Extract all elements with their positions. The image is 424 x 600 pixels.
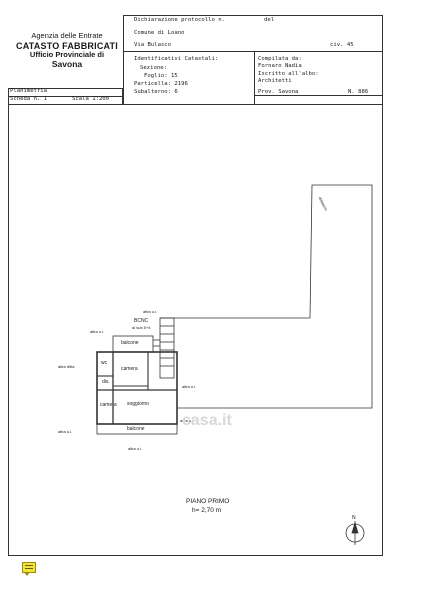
label-camera-1: camera (121, 366, 138, 372)
scala-label: Scala 1:200 (72, 96, 110, 102)
comune-text: Comune di Loano (134, 30, 185, 36)
civico-text: civ. 45 (330, 42, 354, 48)
label-dis: dis. (102, 379, 110, 385)
label-camera-2: camera (100, 402, 117, 408)
note-icon-pointer (24, 572, 30, 576)
sezione-text: Sezione: (140, 65, 167, 71)
label-altra-ditta: altra ditta (58, 364, 75, 369)
label-bcnc: BCNC (134, 318, 149, 324)
del-label: del (264, 17, 275, 23)
dichiarazione-label: Dichiarazione protocollo n. (134, 17, 225, 23)
label-altra-ui-right: altra u.i. (182, 384, 197, 389)
agency-line-2: CATASTO FABBRICATI (16, 40, 118, 51)
numero-text: N. 886 (348, 89, 369, 95)
label-altra-ui-bottom: altra u.i. (128, 446, 143, 451)
adjacent-property-outline (160, 184, 373, 409)
agency-line-3: Ufficio Provinciale di (29, 49, 105, 59)
agency-line-1: Agenzia delle Entrate (31, 31, 103, 40)
agency-line-4: Savona (51, 58, 83, 69)
apartment-outline (96, 351, 178, 425)
north-label: N (352, 515, 356, 521)
balcony-bottom (96, 423, 178, 435)
drawing-frame (8, 104, 383, 556)
albo-text: Architetti (258, 78, 292, 84)
label-altra-ui-right-low: altra u.i. (180, 418, 195, 423)
provincia-text: Prov. Savona (258, 89, 299, 95)
piano-label: PIANO PRIMO (186, 498, 230, 505)
balcony-top (112, 335, 154, 353)
altezza-label: h= 2,70 m (192, 507, 222, 514)
label-altra-ui-left: altra u.i. (90, 329, 105, 334)
label-soggiorno: soggiorno (127, 401, 149, 407)
iscritto-label: Iscritto all'albo: (258, 71, 319, 77)
subalterno-text: Subalterno: 6 (134, 89, 178, 95)
scheda-label: Scheda n. 1 (10, 96, 48, 102)
label-balcone-top: balcone (121, 340, 139, 346)
compilata-title: Compilata da: (258, 56, 302, 62)
foglio-text: Foglio: 15 (144, 73, 178, 79)
label-balcone-bottom: balcone (127, 426, 145, 432)
agency-heading: Agenzia delle Entrate CATASTO FABBRICATI… (12, 31, 122, 69)
via-text: Via Bulasco (134, 42, 172, 48)
identificativi-title: Identificativi Catastali: (134, 56, 219, 62)
label-sub-bcnc: al sub 5+4 (132, 325, 151, 330)
label-altra-ui-top: altra u.i. (143, 309, 158, 314)
label-wc: wc (101, 360, 108, 366)
watermark: casa.it (182, 412, 232, 429)
particella-text: Particella: 2196 (134, 81, 188, 87)
compilata-name: Fornaro Nadia (258, 63, 302, 69)
label-altra-ui-bottom-left: altra u.i. (58, 429, 73, 434)
north-arrow-icon (345, 521, 365, 545)
planimetria-label: Planimetria (10, 88, 48, 94)
